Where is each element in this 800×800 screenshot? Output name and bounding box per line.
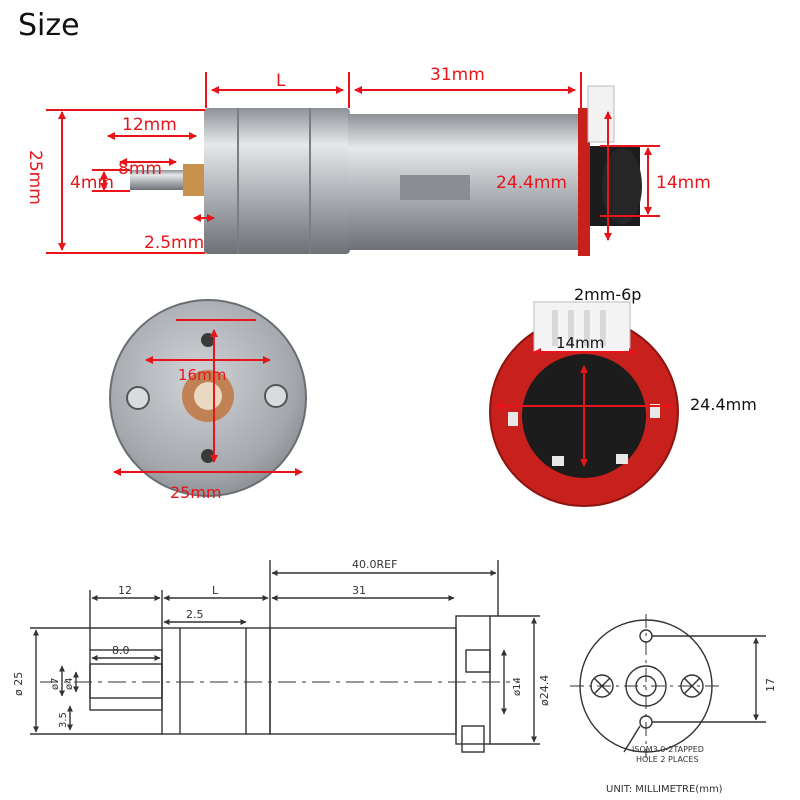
tapped-hole-note-line2: HOLE 2 PLACES <box>636 755 699 764</box>
dim-25mm-front-label: 25mm <box>170 483 222 502</box>
dim-14mm-label: 14mm <box>656 173 711 193</box>
dim-8mm-label: 8mm <box>118 159 162 179</box>
dim-24-4mm-label: 24.4mm <box>496 173 567 193</box>
dim-3-5-label: 3.5 <box>58 712 69 728</box>
dim-L-drawing-label: L <box>212 584 219 597</box>
gearbox-body <box>204 108 350 254</box>
top-photo-dimensions <box>46 72 660 254</box>
dim-12-label: 12 <box>118 584 132 597</box>
screw-left <box>126 386 150 410</box>
tapped-hole-note-line1: ISOM3.0-2TAPPED <box>632 745 704 754</box>
technical-drawing-end-view <box>570 614 766 758</box>
mount-hole-top <box>201 333 215 347</box>
dim-16mm-label: 16mm <box>178 366 226 384</box>
connector-2mm-6p-label: 2mm-6p <box>574 285 641 304</box>
mount-hole-bottom <box>201 449 215 463</box>
dim-2-5-label: 2.5 <box>186 608 204 621</box>
shaft-bushing <box>183 164 205 196</box>
encoder-pcb-side <box>578 108 590 256</box>
unit-label: UNIT: MILLIMETRE(mm) <box>606 784 723 795</box>
dim-d4-label: ø4 <box>64 678 75 690</box>
dim-17-label: 17 <box>764 678 777 692</box>
dim-4mm-label: 4mm <box>70 173 114 193</box>
dim-40ref-label: 40.0REF <box>352 558 397 571</box>
gearbox-front-photo <box>109 299 307 497</box>
dim-d25-label: ø 25 <box>12 672 25 696</box>
encoder-connector <box>533 301 631 353</box>
motor-side-photo <box>130 85 642 256</box>
dim-31mm-label: 31mm <box>430 65 485 85</box>
technical-drawing-side <box>30 560 540 753</box>
dim-d7-label: ø7 <box>50 678 61 690</box>
dim-31-label: 31 <box>352 584 366 597</box>
dim-8-0-label: 8.0 <box>112 644 130 657</box>
motor-shaft <box>130 170 190 190</box>
dim-14mm-encoder-label: 14mm <box>556 334 604 352</box>
encoder-photo-dimensions <box>495 348 673 467</box>
dim-d24-4-label: ø24.4 <box>538 675 551 706</box>
front-photo-dimensions <box>113 319 303 476</box>
encoder-connector-side <box>587 85 615 143</box>
page-title: Size <box>18 8 80 43</box>
screw-right <box>264 384 288 408</box>
dim-d14-label: ø14 <box>512 677 523 696</box>
dim-12mm-label: 12mm <box>122 115 177 135</box>
dim-L-label: L <box>276 71 286 91</box>
dim-2-5mm-label: 2.5mm <box>144 233 204 253</box>
dim-25mm-vertical-label: 25mm <box>25 150 45 205</box>
dim-24-4mm-encoder-label: 24.4mm <box>690 395 757 414</box>
